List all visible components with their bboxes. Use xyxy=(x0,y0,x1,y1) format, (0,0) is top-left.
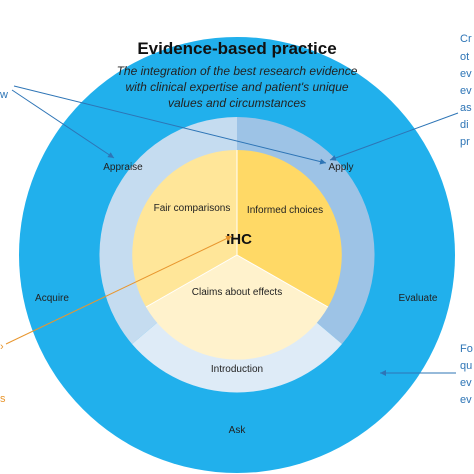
right-edge-text-bottom-1: Fo xyxy=(460,343,473,355)
subtitle-line-1: The integration of the best research evi… xyxy=(117,64,358,78)
right-edge-text-top-3: ev xyxy=(460,68,472,80)
inner-divider-left xyxy=(145,254,238,308)
right-edge-text-bottom-2: qu xyxy=(460,360,472,372)
label-apply: Apply xyxy=(328,162,353,173)
arrow-orange-to-ihc xyxy=(5,235,233,345)
subtitle-line-3: values and circumstances xyxy=(168,96,306,110)
label-ask: Ask xyxy=(229,425,247,436)
label-appraise: Appraise xyxy=(103,162,143,173)
right-edge-text-top-1: Cr xyxy=(460,33,472,45)
label-introduction: Introduction xyxy=(211,364,263,375)
arrow-to-appraise xyxy=(11,89,115,159)
label-acquire: Acquire xyxy=(35,293,69,304)
left-edge-orange-mark: › xyxy=(0,341,4,353)
left-edge-text-bottom: s xyxy=(0,393,6,405)
right-edge-text-top-4: ev xyxy=(460,85,472,97)
label-ihc-center: IHC xyxy=(226,231,252,248)
label-evaluate: Evaluate xyxy=(399,293,438,304)
inner-right xyxy=(237,150,342,307)
right-edge-text-bottom-4: ev xyxy=(460,394,472,406)
arrow-from-right-to-apply xyxy=(329,112,459,161)
right-edge-text-top-7: pr xyxy=(460,136,470,148)
label-informed-choices: Informed choices xyxy=(247,205,323,216)
left-edge-text-top: w xyxy=(0,89,8,101)
inner-left-top xyxy=(132,150,237,307)
label-claims-about-effects: Claims about effects xyxy=(192,287,282,298)
label-fair-comparisons: Fair comparisons xyxy=(154,203,231,214)
right-edge-text-top-5: as xyxy=(460,102,472,114)
right-edge-text-bottom-3: ev xyxy=(460,377,472,389)
arrow-to-apply xyxy=(13,85,327,165)
right-edge-text-top-2: ot xyxy=(460,51,469,63)
diagram-title: Evidence-based practice xyxy=(137,39,336,58)
right-edge-text-top-6: di xyxy=(460,119,469,131)
inner-divider-right xyxy=(236,254,329,308)
subtitle-line-2: with clinical expertise and patient's un… xyxy=(125,80,348,94)
